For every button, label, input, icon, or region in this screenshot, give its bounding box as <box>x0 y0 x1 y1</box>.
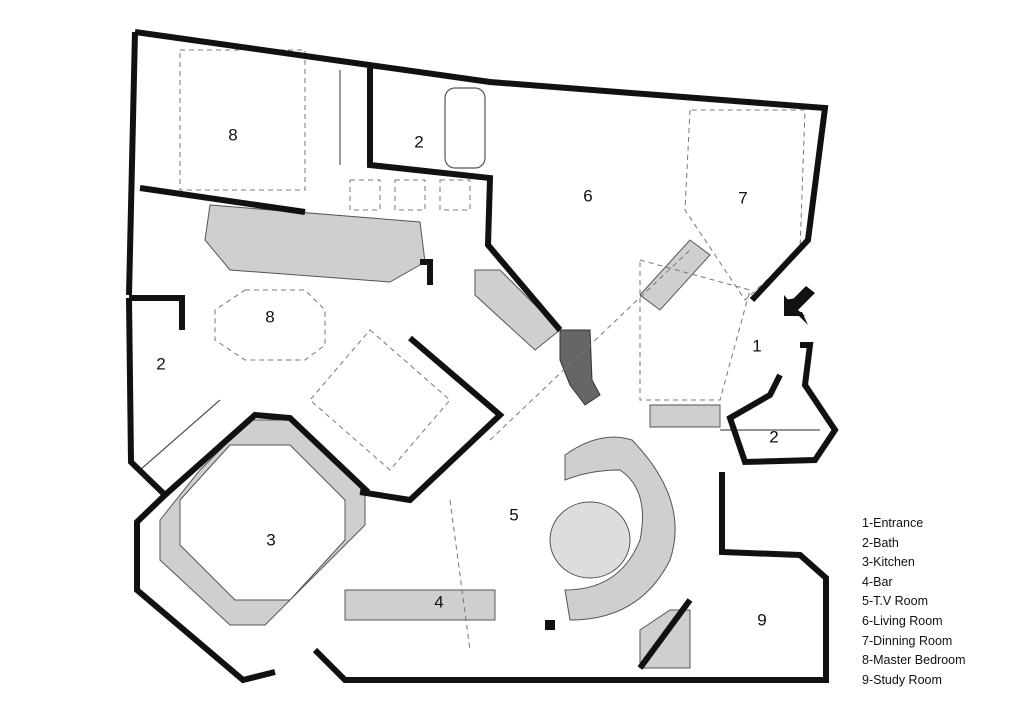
legend: 1-Entrance 2-Bath 3-Kitchen 4-Bar 5-T.V … <box>862 514 966 690</box>
tv-table <box>549 501 631 579</box>
stair-landing <box>649 404 721 428</box>
legend-item: 9-Study Room <box>862 672 942 687</box>
column <box>545 620 555 630</box>
room-label-bath-left: 2 <box>156 354 165 373</box>
legend-item: 6-Living Room <box>862 613 943 628</box>
room-labels: 8 2 6 7 8 2 1 2 5 3 4 9 <box>156 125 778 629</box>
room-label-study-room: 9 <box>757 610 766 629</box>
legend-item: 3-Kitchen <box>862 555 915 570</box>
room-label-dining-room: 7 <box>738 188 747 207</box>
bar-counter <box>344 589 496 621</box>
living-sofa <box>474 269 561 351</box>
ceiling-lines <box>139 49 820 651</box>
legend-item: 1-Entrance <box>862 516 924 530</box>
legend-item: 5-T.V Room <box>862 594 928 609</box>
dining-sideboard <box>639 239 711 311</box>
tv-sofa <box>564 436 676 621</box>
kitchen-island <box>179 444 346 601</box>
room-label-master-bedroom-top: 8 <box>228 125 237 144</box>
furniture <box>159 204 721 669</box>
room-label-bath-right: 2 <box>769 427 778 446</box>
legend-item: 7-Dinning Room <box>862 633 953 648</box>
room-label-bar: 4 <box>434 592 443 611</box>
legend-item: 4-Bar <box>862 574 893 589</box>
room-label-bath-top: 2 <box>414 132 423 151</box>
walls <box>126 29 839 684</box>
bathtub <box>444 87 486 169</box>
legend-item: 2-Bath <box>862 535 899 550</box>
room-label-master-bedroom: 8 <box>265 307 274 326</box>
arrow-down-left-icon <box>784 286 815 325</box>
legend-item: 8-Master Bedroom <box>862 653 966 668</box>
room-label-living-room: 6 <box>583 186 592 205</box>
room-label-kitchen: 3 <box>266 530 275 549</box>
room-label-tv-room: 5 <box>509 505 518 524</box>
fireplace <box>559 329 601 406</box>
bedroom-wardrobe <box>204 204 426 283</box>
room-label-entrance: 1 <box>752 336 761 355</box>
